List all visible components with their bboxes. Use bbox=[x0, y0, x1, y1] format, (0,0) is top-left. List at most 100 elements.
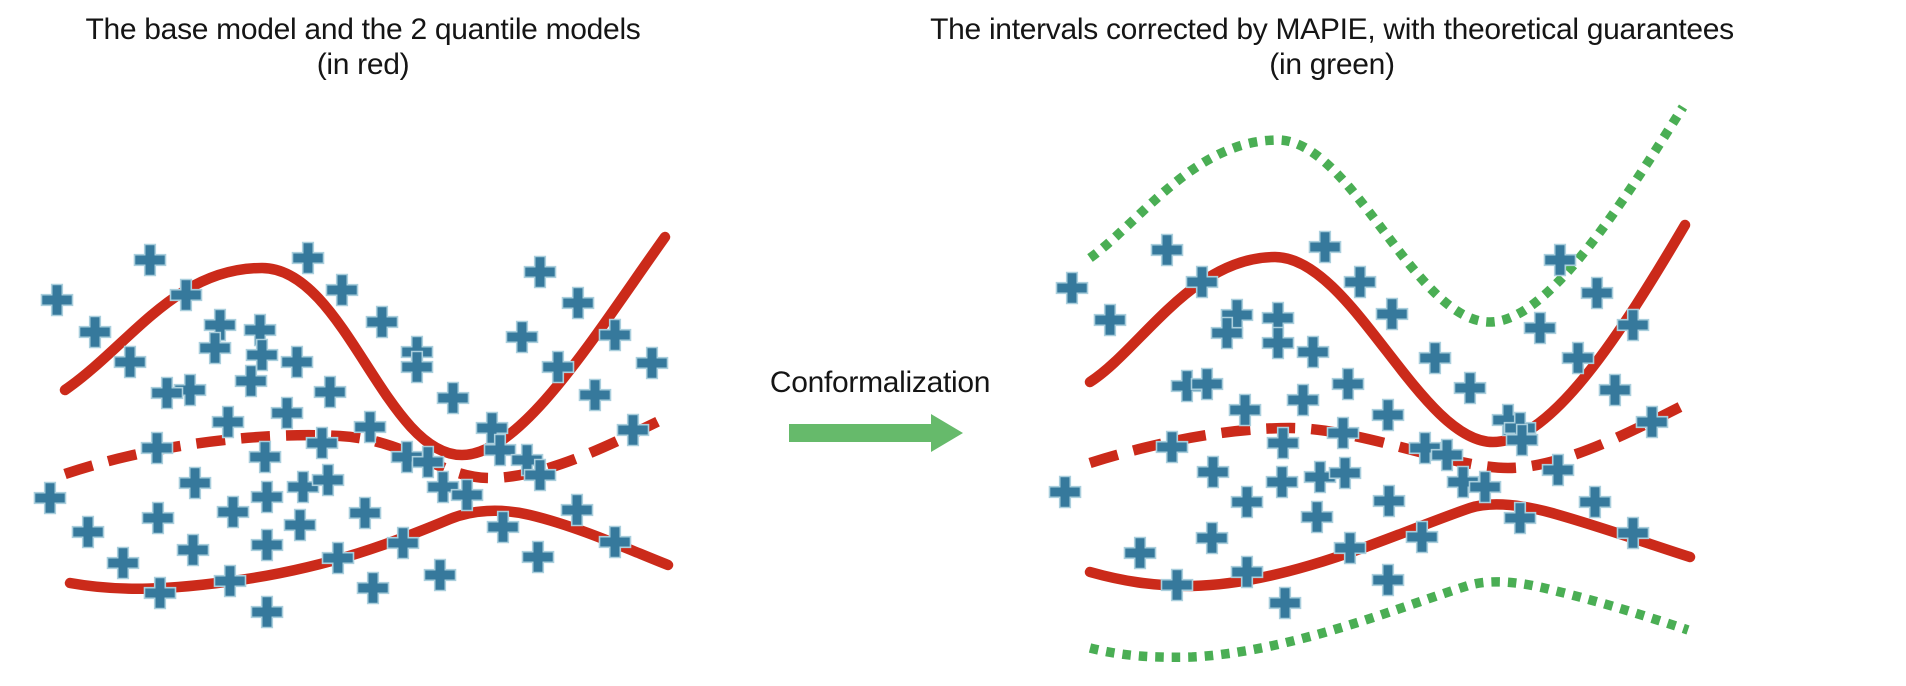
data-point-marker bbox=[321, 541, 355, 575]
data-point-marker bbox=[1265, 465, 1299, 499]
data-point-marker bbox=[216, 495, 250, 529]
data-point-marker bbox=[1405, 520, 1439, 554]
data-point-marker bbox=[1196, 455, 1230, 489]
data-point-marker bbox=[1430, 438, 1464, 472]
data-point-marker bbox=[1505, 423, 1539, 457]
data-point-marker bbox=[1331, 367, 1365, 401]
data-point-marker bbox=[1185, 265, 1219, 299]
data-point-marker bbox=[245, 338, 279, 372]
data-point-marker bbox=[1308, 230, 1342, 264]
data-point-marker bbox=[173, 373, 207, 407]
data-point-marker bbox=[106, 546, 140, 580]
left-base-model-curve bbox=[63, 413, 668, 484]
data-point-marker bbox=[33, 481, 67, 515]
data-point-marker bbox=[1523, 311, 1557, 345]
data-point-marker bbox=[1328, 456, 1362, 490]
data-point-marker bbox=[211, 405, 245, 439]
data-point-marker bbox=[176, 533, 210, 567]
left-panel-title-line1: The base model and the 2 quantile models bbox=[85, 13, 641, 46]
data-point-marker bbox=[1333, 531, 1367, 565]
data-point-marker bbox=[113, 345, 147, 379]
data-point-marker bbox=[250, 480, 284, 514]
data-point-marker bbox=[486, 510, 520, 544]
data-point-marker bbox=[523, 255, 557, 289]
data-point-marker bbox=[286, 470, 320, 504]
data-point-marker bbox=[1598, 373, 1632, 407]
data-point-marker bbox=[143, 576, 177, 610]
data-point-marker bbox=[1296, 335, 1330, 369]
data-point-marker bbox=[348, 496, 382, 530]
data-point-marker bbox=[475, 411, 509, 445]
data-point-marker bbox=[1093, 303, 1127, 337]
right-panel-title-line1: The intervals corrected by MAPIE, with t… bbox=[930, 13, 1734, 46]
data-point-marker bbox=[1453, 371, 1487, 405]
data-point-marker bbox=[78, 315, 112, 349]
data-point-marker bbox=[1261, 326, 1295, 360]
data-point-marker bbox=[523, 458, 557, 492]
data-point-marker bbox=[635, 346, 669, 380]
right-panel-title-line2: (in green) bbox=[1269, 48, 1395, 81]
conformalization-arrow bbox=[789, 414, 963, 452]
left-panel bbox=[33, 231, 674, 629]
right-upper-quantile-model-curve bbox=[1084, 219, 1691, 448]
data-point-marker bbox=[1503, 501, 1537, 535]
data-point-marker bbox=[1541, 453, 1575, 487]
data-point-marker bbox=[356, 571, 390, 605]
data-point-marker bbox=[1268, 586, 1302, 620]
data-point-marker bbox=[598, 318, 632, 352]
right-mapie-upper-interval-curve bbox=[1087, 104, 1688, 327]
data-point-marker bbox=[40, 283, 74, 317]
data-point-marker bbox=[133, 243, 167, 277]
data-point-marker bbox=[1195, 521, 1229, 555]
data-point-marker bbox=[1055, 271, 1089, 305]
data-point-marker bbox=[578, 378, 612, 412]
left-panel-title-line2: (in red) bbox=[316, 48, 410, 81]
data-point-marker bbox=[616, 413, 650, 447]
data-point-marker bbox=[423, 558, 457, 592]
data-point-marker bbox=[1230, 485, 1264, 519]
data-point-marker bbox=[1123, 536, 1157, 570]
data-point-marker bbox=[436, 381, 470, 415]
data-point-marker bbox=[1228, 393, 1262, 427]
data-point-marker bbox=[203, 308, 237, 342]
data-point-marker bbox=[234, 364, 268, 398]
data-point-marker bbox=[1326, 416, 1360, 450]
data-point-marker bbox=[1286, 383, 1320, 417]
data-point-marker bbox=[250, 595, 284, 629]
data-point-marker bbox=[150, 376, 184, 410]
data-point-marker bbox=[1266, 426, 1300, 460]
data-point-marker bbox=[1372, 484, 1406, 518]
data-point-marker bbox=[71, 515, 105, 549]
data-point-marker bbox=[365, 305, 399, 339]
data-point-marker bbox=[291, 241, 325, 275]
data-point-marker bbox=[1343, 265, 1377, 299]
data-point-marker bbox=[283, 508, 317, 542]
right-base-model-curve bbox=[1088, 402, 1683, 474]
data-point-marker bbox=[1371, 398, 1405, 432]
data-point-marker bbox=[1190, 367, 1224, 401]
data-point-marker bbox=[1635, 405, 1669, 439]
data-point-marker bbox=[248, 440, 282, 474]
data-point-marker bbox=[198, 331, 232, 365]
left-panel-title: The base model and the 2 quantile models… bbox=[8, 12, 718, 82]
data-point-marker bbox=[400, 350, 434, 384]
data-point-marker bbox=[169, 278, 203, 312]
data-point-marker bbox=[1261, 301, 1295, 335]
data-point-marker bbox=[1468, 470, 1502, 504]
data-point-marker bbox=[1543, 243, 1577, 277]
data-point-marker bbox=[1303, 460, 1337, 494]
data-point-marker bbox=[213, 564, 247, 598]
data-point-marker bbox=[1371, 563, 1405, 597]
data-point-marker bbox=[386, 526, 420, 560]
conformalization-label: Conformalization bbox=[769, 366, 991, 399]
right-panel bbox=[1048, 104, 1696, 662]
data-point-marker bbox=[1561, 341, 1595, 375]
data-point-marker bbox=[1048, 475, 1082, 509]
data-point-marker bbox=[243, 313, 277, 347]
data-point-marker bbox=[1160, 568, 1194, 602]
data-point-marker bbox=[280, 345, 314, 379]
data-point-marker bbox=[505, 320, 539, 354]
data-point-marker bbox=[1375, 297, 1409, 331]
data-point-marker bbox=[1578, 485, 1612, 519]
